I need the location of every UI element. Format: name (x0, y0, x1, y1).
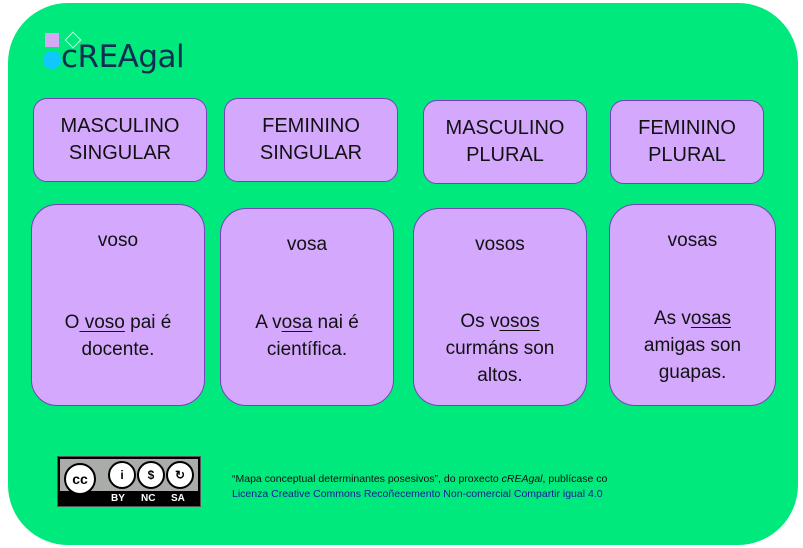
card-sentence: O voso pai é docente. (64, 312, 172, 360)
cc-icon: cc (64, 463, 96, 495)
example-card-vosos: vosos Os vosos curmáns son altos. (413, 208, 587, 406)
example-card-vosa: vosa A vosa nai é científica. (220, 208, 394, 406)
card-sentence: A vosa nai é científica. (255, 312, 359, 360)
header-masculino-singular: MASCULINO SINGULAR (33, 98, 207, 182)
sa-share-icon: ↻ (166, 461, 194, 489)
example-card-voso: voso O voso pai é docente. (31, 204, 205, 406)
nc-dollar-icon: $ (137, 461, 165, 489)
header-masculino-plural: MASCULINO PLURAL (423, 100, 587, 184)
square-icon (45, 33, 59, 47)
card-word: vosas (667, 230, 718, 251)
logo-text: cREAgal (61, 39, 185, 75)
card-sentence: As vosas amigas son guapas. (643, 308, 742, 383)
license-text: “Mapa conceptual determinantes posesivos… (232, 473, 608, 500)
by-person-icon: i (108, 461, 136, 489)
header-feminino-plural: FEMININO PLURAL (610, 100, 764, 184)
header-feminino-singular: FEMININO SINGULAR (224, 98, 398, 182)
license-link[interactable]: Licenza Creative Commons Recoñecemento N… (232, 488, 603, 500)
circle-icon (43, 51, 61, 69)
card-sentence: Os vosos curmáns son altos. (445, 311, 555, 386)
example-card-vosas: vosas As vosas amigas son guapas. (609, 204, 776, 406)
card-word: voso (97, 230, 139, 251)
card-word: vosa (286, 234, 328, 255)
creagal-logo: cREAgal (43, 31, 203, 76)
card-word: vosos (475, 234, 525, 255)
cc-by-nc-sa-badge[interactable]: cc i $ ↻ BY NC SA (57, 456, 201, 507)
